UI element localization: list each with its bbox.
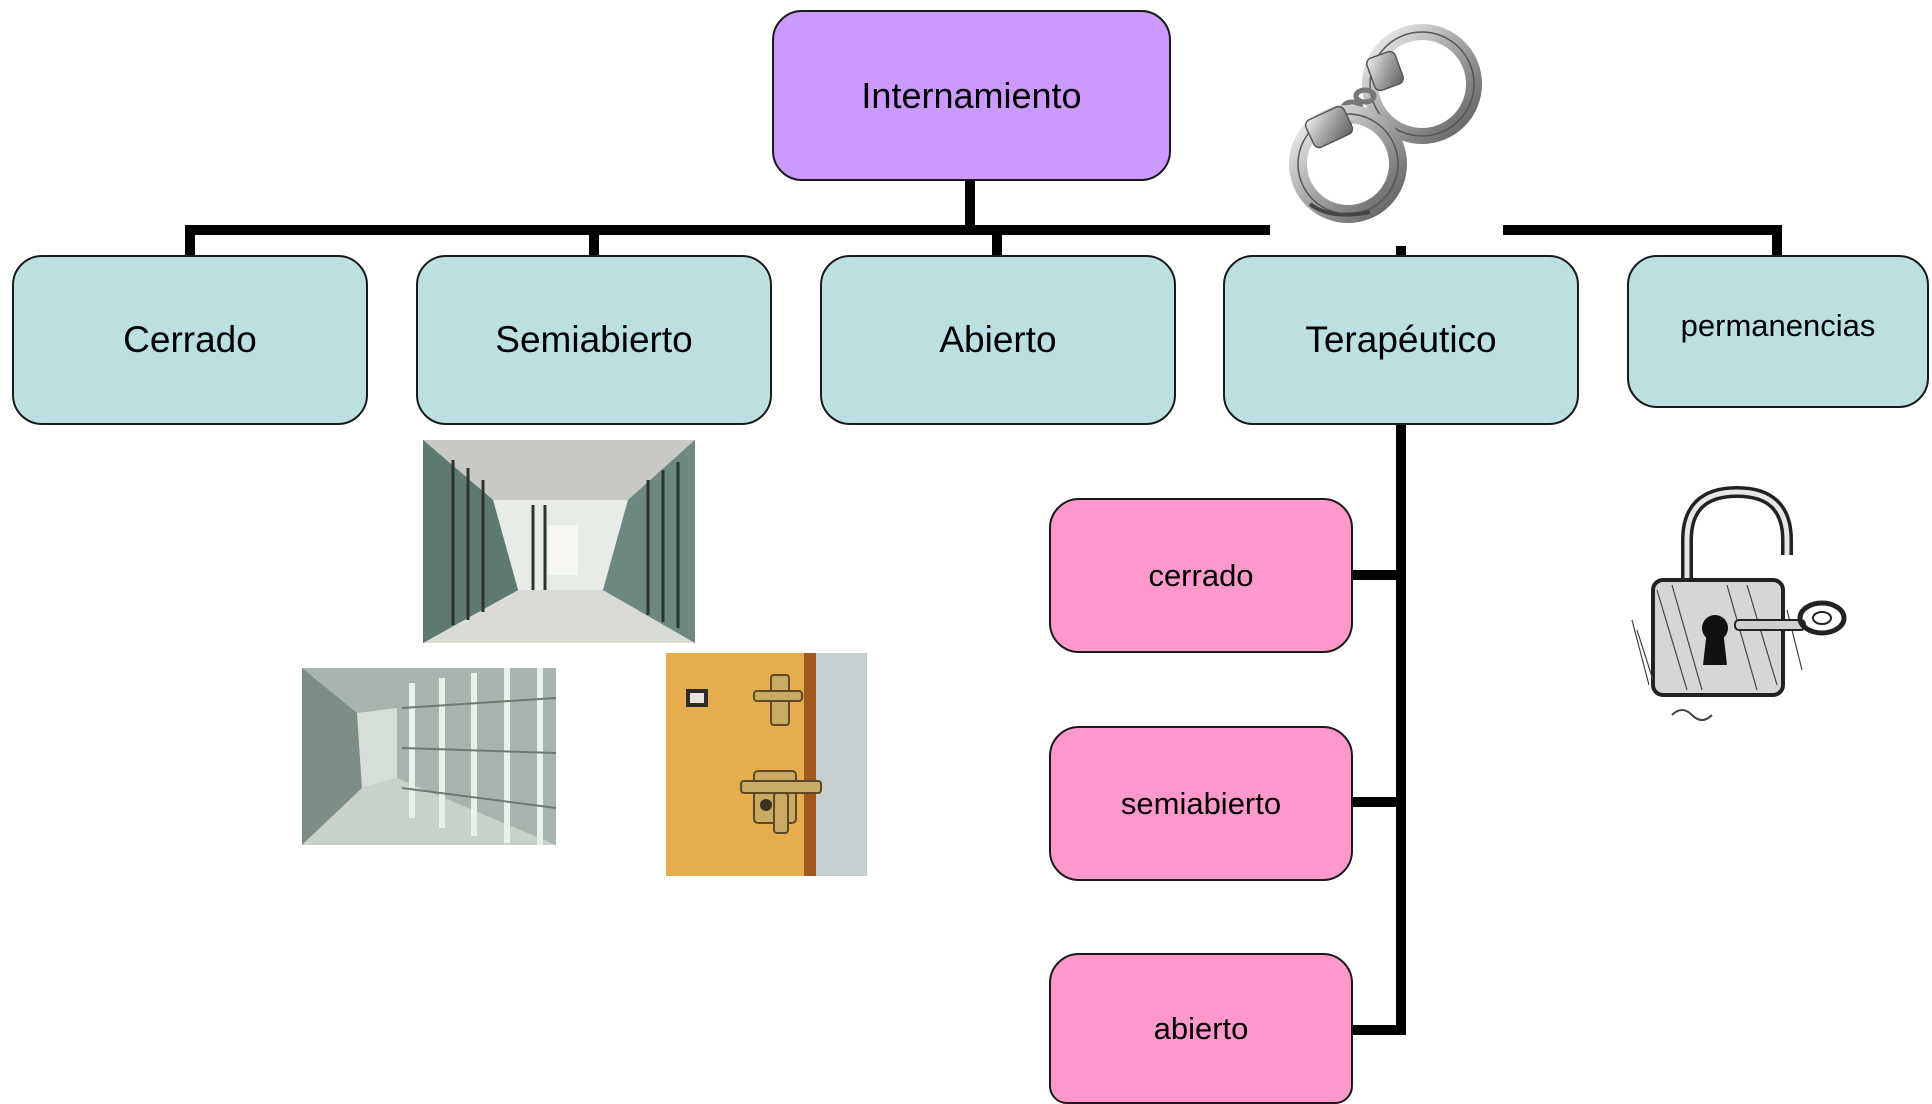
node-permanencias-label: permanencias (1680, 307, 1876, 343)
node-terapeutico-abierto-label: abierto (1153, 1010, 1249, 1046)
root-node[interactable]: Internamiento (772, 10, 1171, 181)
node-terapeutico-semiabierto[interactable]: semiabierto (1049, 726, 1353, 881)
node-terapeutico-cerrado[interactable]: cerrado (1049, 498, 1353, 653)
node-cerrado-label: Cerrado (123, 319, 257, 360)
node-terapeutico-label: Terapéutico (1305, 319, 1497, 360)
node-abierto[interactable]: Abierto (820, 255, 1176, 425)
root-label: Internamiento (861, 74, 1082, 116)
node-terapeutico[interactable]: Terapéutico (1223, 255, 1579, 425)
prison-cell-hallway-photo (302, 668, 556, 845)
node-terapeutico-semiabierto-label: semiabierto (1120, 785, 1282, 821)
node-terapeutico-abierto[interactable]: abierto (1049, 953, 1353, 1104)
open-padlock-icon (1627, 480, 1860, 732)
prison-corridor-photo (423, 440, 695, 643)
node-semiabierto[interactable]: Semiabierto (416, 255, 772, 425)
node-abierto-label: Abierto (939, 319, 1057, 360)
node-terapeutico-cerrado-label: cerrado (1148, 557, 1254, 593)
handcuffs-icon (1270, 14, 1503, 246)
node-cerrado[interactable]: Cerrado (12, 255, 368, 425)
door-latch-photo (666, 653, 867, 876)
node-semiabierto-label: Semiabierto (495, 319, 693, 360)
node-permanencias[interactable]: permanencias (1627, 255, 1929, 408)
